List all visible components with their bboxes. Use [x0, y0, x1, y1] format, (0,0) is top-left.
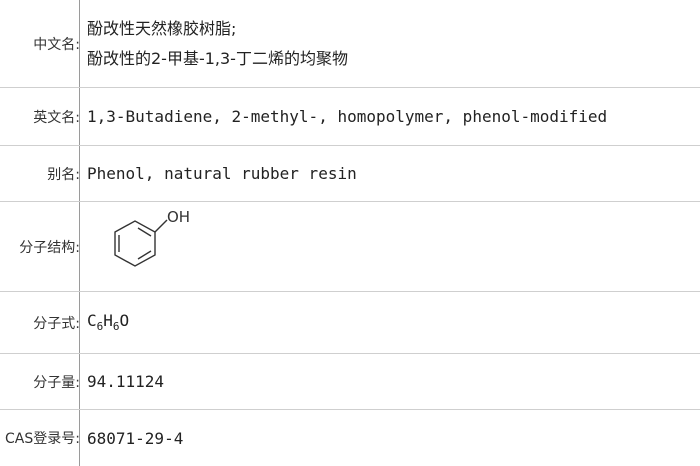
- row-cas-number: CAS登录号: 68071-29-4: [0, 410, 700, 466]
- row-alias: 别名: Phenol, natural rubber resin: [0, 146, 700, 202]
- formula-h-count: 6: [112, 320, 120, 334]
- column-divider: [79, 202, 80, 291]
- formula-h: H: [103, 311, 113, 331]
- alias-label: 别名:: [47, 166, 80, 183]
- chinese-name-line-1: 酚改性天然橡胶树脂;: [87, 18, 237, 38]
- row-formula: 分子式: C6H6O: [0, 292, 700, 354]
- formula-label: 分子式:: [33, 315, 80, 332]
- hydroxyl-label: OH: [167, 208, 190, 226]
- english-name-value: 1,3-Butadiene, 2-methyl-, homopolymer, p…: [87, 107, 608, 126]
- row-chinese-name: 中文名: 酚改性天然橡胶树脂; 酚改性的2-甲基-1,3-丁二烯的均聚物: [0, 0, 700, 88]
- molecular-weight-label: 分子量:: [33, 374, 80, 391]
- column-divider: [79, 354, 80, 409]
- column-divider: [79, 410, 80, 466]
- structure-value: OH: [87, 202, 700, 291]
- formula-o: O: [119, 311, 130, 331]
- double-bond-2: [137, 227, 152, 237]
- cas-number-label: CAS登录号:: [5, 431, 80, 447]
- row-structure: 分子结构: OH: [0, 202, 700, 292]
- english-name-label: 英文名:: [33, 109, 80, 126]
- row-molecular-weight: 分子量: 94.11124: [0, 354, 700, 410]
- column-divider: [79, 146, 80, 201]
- formula-c: C: [87, 311, 97, 331]
- row-english-name: 英文名: 1,3-Butadiene, 2-methyl-, homopolym…: [0, 88, 700, 146]
- structure-label: 分子结构:: [19, 239, 80, 256]
- cas-number-value: 68071-29-4: [87, 428, 184, 448]
- benzene-ring: [114, 220, 156, 267]
- column-divider: [79, 88, 80, 145]
- double-bond-3: [137, 250, 152, 260]
- column-divider: [79, 292, 80, 353]
- alias-value: Phenol, natural rubber resin: [87, 164, 357, 183]
- formula-text: C6H6O: [87, 311, 700, 333]
- chinese-name-value: 酚改性天然橡胶树脂; 酚改性的2-甲基-1,3-丁二烯的均聚物: [87, 0, 700, 87]
- chinese-name-label: 中文名:: [33, 36, 80, 53]
- phenol-structure-diagram: OH: [114, 208, 190, 267]
- hydroxyl-bond: [154, 219, 168, 233]
- formula-c-count: 6: [96, 320, 104, 334]
- formula-value: C6H6O: [87, 292, 700, 353]
- column-divider: [79, 0, 80, 87]
- chinese-name-line-2: 酚改性的2-甲基-1,3-丁二烯的均聚物: [87, 48, 348, 68]
- molecular-weight-value: 94.11124: [87, 372, 165, 391]
